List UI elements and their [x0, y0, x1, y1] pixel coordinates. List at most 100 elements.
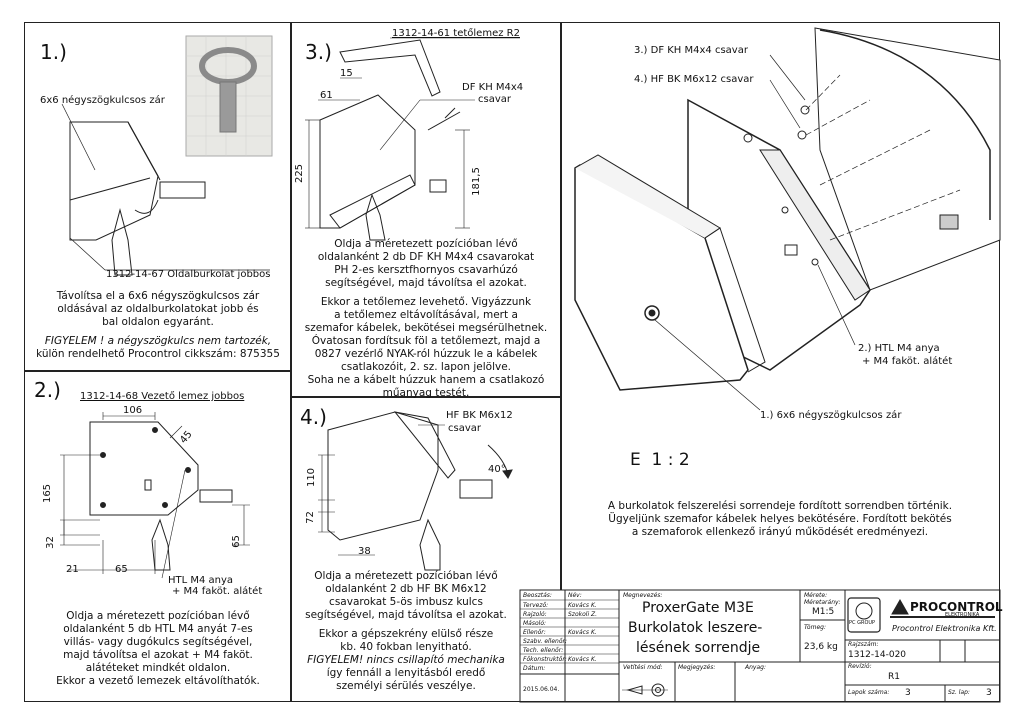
note-line: a tetőlemez eltávolításával, mert a	[334, 309, 518, 321]
panel1-note: Távolítsa el a 6x6 négyszögkulcsos zár o…	[28, 290, 288, 361]
sheets-label: Lapok száma:	[848, 689, 890, 696]
size-label: Mérete:	[804, 592, 828, 599]
company-sub: ELEKTRONIKA	[945, 612, 980, 618]
scale-label-tb: Méretarány:	[804, 599, 841, 606]
dim-65-vertical: 65	[230, 535, 242, 548]
panel2-note: Oldja a méretezett pozícióban lévő oldal…	[28, 610, 288, 688]
dim-165: 165	[42, 483, 54, 504]
role-label: Dátum:	[523, 665, 546, 672]
title-line-1: ProxerGate M3E	[642, 600, 754, 616]
note-line: villás- vagy dugókulcs segítségével,	[63, 636, 253, 648]
warning-line: FIGYELEM ! a négyszögkulcs nem tartozék,	[44, 335, 272, 347]
company-full: Procontrol Elektronika Kft.	[892, 624, 997, 633]
screw-label-3: DF KH M4x4	[462, 82, 524, 93]
revision-value: R1	[888, 672, 900, 682]
role-label: Tervező:	[523, 602, 549, 609]
angle-label: 40°	[488, 464, 506, 475]
company-name: PROCONTROL	[910, 600, 1003, 614]
note-line: szemafor kábelek, bekötései megsérülhetn…	[304, 322, 548, 334]
drawing-no-label: Rajzszám:	[848, 641, 879, 648]
screw-label-4b: csavar	[448, 423, 481, 434]
divider-mid-h	[291, 396, 561, 398]
note-line: segítségével, majd távolítsa el azokat.	[325, 277, 527, 289]
title-line-2: Burkolatok leszere-	[628, 620, 763, 636]
projection-label: Vetítési mód:	[623, 664, 663, 671]
role-label: Főkonstruktőr:	[523, 656, 567, 663]
note-line: műanyag testét.	[382, 387, 470, 399]
note-line: oldalanként 5 db HTL M4 anyát 7-es	[63, 623, 253, 635]
note-line: csavarokat 5-ös imbusz kulcs	[329, 596, 483, 608]
note-line: segítségével, majd távolítsa el azokat.	[305, 609, 507, 621]
note-line: PH 2-es kersztfhornyos csavarhúzó	[334, 264, 518, 276]
title-block-grid	[519, 589, 1001, 703]
dim-32: 32	[44, 536, 56, 549]
remark-label: Megjegyzés:	[678, 664, 716, 671]
note-line: oldalanként 2 db DF KH M4x4 csavarokat	[317, 251, 535, 263]
drafter-name: Szokoli Z.	[568, 611, 598, 618]
role-label: Beosztás:	[523, 592, 552, 599]
note-line: FIGYELEM! nincs csillapító mechanika	[307, 654, 505, 666]
dim-15: 15	[340, 68, 353, 79]
panel3-note: Oldja a méretezett pozícióban lévő oldal…	[293, 238, 559, 400]
note-line: Ekkor a tetőlemez levehető. Vigyázzunk	[320, 296, 532, 308]
dim-110: 110	[306, 467, 318, 488]
note-line: Ekkor a vezető lemezek eltávolíthatók.	[56, 675, 260, 687]
guide-plate-part-label: 1312-14-68 Vezető lemez jobbos	[80, 391, 245, 402]
step-2-label: 2.)	[34, 378, 61, 402]
note-line: alátéteket mindkét oldalon.	[85, 662, 231, 674]
step-1-label: 1.)	[40, 40, 67, 64]
sheet-value: 3	[986, 688, 992, 698]
scale-label: E 1 : 2	[630, 450, 690, 470]
dim-38: 38	[358, 546, 371, 557]
dim-72: 72	[304, 511, 316, 524]
callout-2a: 2.) HTL M4 anya	[858, 343, 940, 354]
note-line: Ekkor a gépszekrény elülső része	[318, 628, 494, 640]
roof-plate-part-label: 1312-14-61 tetőlemez R2	[392, 28, 520, 39]
nut-label: HTL M4 anya	[168, 575, 234, 586]
role-label: Másoló:	[523, 620, 547, 627]
callout-3: 3.) DF KH M4x4 csavar	[634, 45, 748, 56]
checker-name: Kovács K.	[568, 629, 597, 636]
callout-2b: + M4 faköt. alátét	[862, 356, 953, 367]
note-line: Oldja a méretezett pozícióban lévő	[334, 238, 518, 250]
designation-label: Megnevezés:	[623, 592, 663, 599]
note-line: bal oldalon egyaránt.	[102, 316, 214, 328]
note-line: a szemaforok ellenkező irányú működését …	[631, 526, 929, 538]
scale-value: M1:5	[812, 607, 835, 617]
note-line: oldalanként 2 db HF BK M6x12	[325, 583, 487, 595]
dim-65-horizontal: 65	[115, 564, 128, 575]
dim-21: 21	[66, 564, 79, 575]
note-line: Ügyeljünk szemafor kábelek helyes beköté…	[608, 513, 952, 525]
sheets-value: 3	[905, 688, 911, 698]
designer-name: Kovács K.	[568, 602, 597, 609]
note-line: Soha ne a kábelt húzzuk hanem a csatlako…	[307, 374, 545, 386]
note-line: 0827 vezérlő NYAK-ról húzzuk le a kábele…	[314, 348, 538, 360]
note-line: A burkolatok felszerelési sorrendeje for…	[607, 500, 953, 512]
lock-label: 6x6 négyszögkulcsos zár	[40, 95, 165, 106]
role-label: Tech. ellenőr:	[523, 647, 564, 654]
screw-label-4: HF BK M6x12	[446, 410, 513, 421]
dim-225: 225	[294, 163, 306, 184]
step-3-label: 3.)	[305, 40, 332, 64]
date-value: 2015.06.04.	[523, 686, 560, 693]
main-assembly-view	[574, 27, 1001, 391]
divider-left	[290, 22, 292, 702]
panel4-note: Oldja a méretezett pozícióban lévő oldal…	[293, 570, 519, 693]
mass-label: Tömeg:	[804, 624, 826, 631]
group-logo: PC GROUP	[849, 620, 876, 626]
note-line: kb. 40 fokban lenyitható.	[340, 641, 472, 653]
callout-4: 4.) HF BK M6x12 csavar	[634, 74, 754, 85]
role-label: Rajzoló:	[523, 611, 547, 618]
role-label: Ellenőr:	[523, 629, 546, 636]
material-label: Anyag:	[745, 664, 766, 671]
role-label: Szabv. ellenőr:	[523, 638, 567, 645]
washer-label: + M4 faköt. alátét	[172, 586, 263, 597]
name-header: Név:	[568, 592, 582, 599]
note-line: Óvatosan fordítsuk föl a tetőlemezt, maj…	[311, 335, 541, 347]
revision-label: Revízió:	[848, 663, 872, 670]
side-cover-drawing	[69, 121, 206, 276]
note-line: így fennáll a lenyitásból eredő	[326, 667, 486, 679]
guide-plate-drawing	[89, 421, 233, 571]
note-line: majd távolítsa el azokat + M4 faköt.	[63, 649, 253, 661]
